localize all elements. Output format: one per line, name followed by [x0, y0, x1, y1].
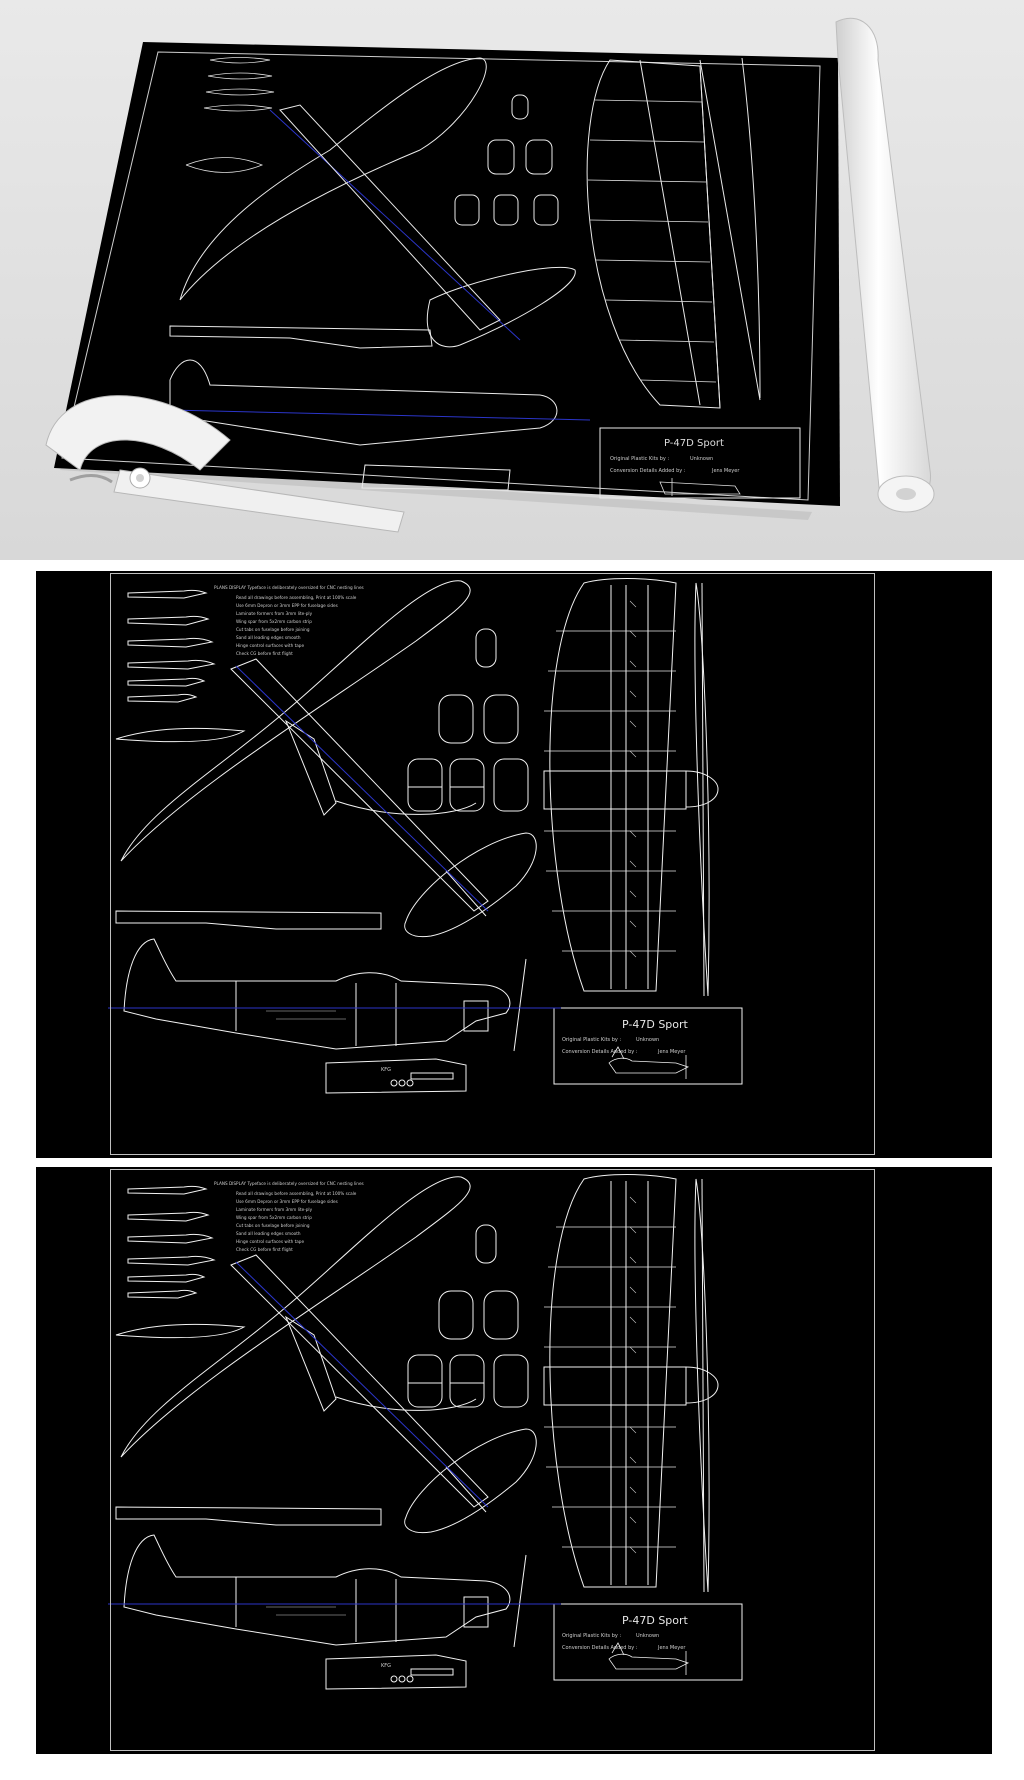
airfoil-template	[127, 1211, 210, 1222]
drawing-border	[110, 1169, 875, 1751]
note-line: Use 6mm Depron or 3mm EPP for fuselage s…	[236, 603, 338, 608]
former	[475, 1224, 497, 1264]
former	[483, 694, 519, 744]
former	[438, 694, 474, 744]
sheet-title: P-47D Sport	[622, 1018, 689, 1031]
drawing-border	[110, 573, 875, 1155]
fuselage-side-view	[123, 938, 511, 1050]
hero-plane-icon	[659, 478, 741, 496]
note-line: Read all drawings before assembling, Pri…	[236, 1191, 357, 1196]
wing-side-profile	[694, 1178, 710, 1593]
airfoil-template	[127, 637, 214, 648]
airfoil-template	[127, 1255, 216, 1266]
note-line: Wing spar from 5x2mm carbon strip	[236, 1215, 312, 1220]
note-line: Check CG before first flight	[236, 1247, 293, 1252]
former	[449, 758, 485, 812]
sheet-title: P-47D Sport	[622, 1614, 689, 1627]
right-wing	[549, 1174, 677, 1588]
stabilizer	[404, 1428, 537, 1534]
blueprint-sheet-2: PLANS DISPLAY Typeface is deliberately o…	[36, 571, 992, 1158]
hero-mockup: P-47D Sport Original Plastic Kits by : U…	[0, 0, 1024, 560]
cad-line: Conversion Details Added by :	[562, 1049, 638, 1055]
note-line: Sand all leading edges smooth	[236, 635, 301, 640]
hero-cad-line: Conversion Details Added by :	[610, 468, 686, 474]
badge-text: KFG	[381, 1067, 391, 1073]
former	[449, 1354, 485, 1408]
blueprint-drawing: PLANS DISPLAY Typeface is deliberately o…	[108, 578, 743, 1094]
note-line: Laminate formers from 3mm lite-ply	[236, 1207, 313, 1212]
title-block	[553, 1007, 743, 1085]
hero-title: P-47D Sport	[664, 438, 724, 449]
airfoil-template	[127, 677, 206, 687]
airfoil-template	[127, 1233, 214, 1244]
centerline	[235, 665, 489, 912]
airfoil-template	[127, 659, 216, 670]
paper-roll	[835, 17, 935, 513]
note-line: Hinge control surfaces with tape	[236, 643, 304, 648]
notes-header: PLANS DISPLAY Typeface is deliberately o…	[214, 585, 364, 590]
hero-svg: P-47D Sport Original Plastic Kits by : U…	[45, 17, 935, 533]
blueprint-drawing: PLANS DISPLAY Typeface is deliberately o…	[108, 1174, 743, 1690]
original-line: Original Plastic Kits by :	[562, 1037, 621, 1043]
right-wing	[549, 578, 677, 992]
former	[493, 758, 529, 812]
airfoil-template	[127, 1273, 206, 1283]
original-value: Unknown	[636, 1037, 659, 1043]
wing-rib-airfoil	[115, 727, 246, 743]
fuselage-top-view	[230, 658, 489, 912]
wing-side-profile	[694, 582, 710, 997]
note-line: Hinge control surfaces with tape	[236, 1239, 304, 1244]
cad-value: Jens Meyer	[657, 1645, 686, 1651]
note-line: Use 6mm Depron or 3mm EPP for fuselage s…	[236, 1199, 338, 1204]
fuselage-side-view	[123, 1534, 511, 1646]
airfoil-template	[127, 1289, 198, 1299]
note-line: Cut tabs on fuselage before joining	[236, 627, 310, 632]
airfoil-template	[127, 589, 208, 599]
fuselage-strip	[115, 910, 382, 930]
note-line: Sand all leading edges smooth	[236, 1231, 301, 1236]
title-block	[553, 1603, 743, 1681]
stabilizer	[404, 832, 537, 938]
note-line: Check CG before first flight	[236, 651, 293, 656]
wing-rib-airfoil	[115, 1323, 246, 1339]
hero-original-value: Unknown	[690, 456, 713, 462]
cad-line: Conversion Details Added by :	[562, 1645, 638, 1651]
note-line: Read all drawings before assembling, Pri…	[236, 595, 357, 600]
hero-original-line: Original Plastic Kits by :	[610, 456, 669, 462]
plane-silhouette-icon	[608, 1642, 690, 1675]
former	[475, 628, 497, 668]
former	[483, 1290, 519, 1340]
wing-planform	[120, 1176, 471, 1458]
protractor-icon	[45, 395, 405, 533]
centerline	[235, 1261, 489, 1508]
original-value: Unknown	[636, 1633, 659, 1639]
airfoil-template	[127, 615, 210, 626]
note-line: Laminate formers from 3mm lite-ply	[236, 611, 313, 616]
former	[493, 1354, 529, 1408]
former	[407, 1354, 443, 1408]
airfoil-template	[127, 693, 198, 703]
cad-value: Jens Meyer	[657, 1049, 686, 1055]
notes-header: PLANS DISPLAY Typeface is deliberately o…	[214, 1181, 364, 1186]
hero-sheet	[54, 42, 840, 506]
cowl-part	[325, 1654, 467, 1690]
note-line: Wing spar from 5x2mm carbon strip	[236, 619, 312, 624]
fuselage-top-view	[230, 1254, 489, 1508]
airfoil-template	[127, 1185, 208, 1195]
wing-planform	[120, 580, 471, 862]
plane-silhouette-icon	[608, 1046, 690, 1079]
note-line: Cut tabs on fuselage before joining	[236, 1223, 310, 1228]
badge-text: KFG	[381, 1663, 391, 1669]
fuselage-strip	[115, 1506, 382, 1526]
cowl-part	[325, 1058, 467, 1094]
former	[438, 1290, 474, 1340]
original-line: Original Plastic Kits by :	[562, 1633, 621, 1639]
hero-cad-value: Jens Meyer	[711, 468, 740, 474]
former	[407, 758, 443, 812]
blueprint-sheet-3: PLANS DISPLAY Typeface is deliberately o…	[36, 1167, 992, 1754]
